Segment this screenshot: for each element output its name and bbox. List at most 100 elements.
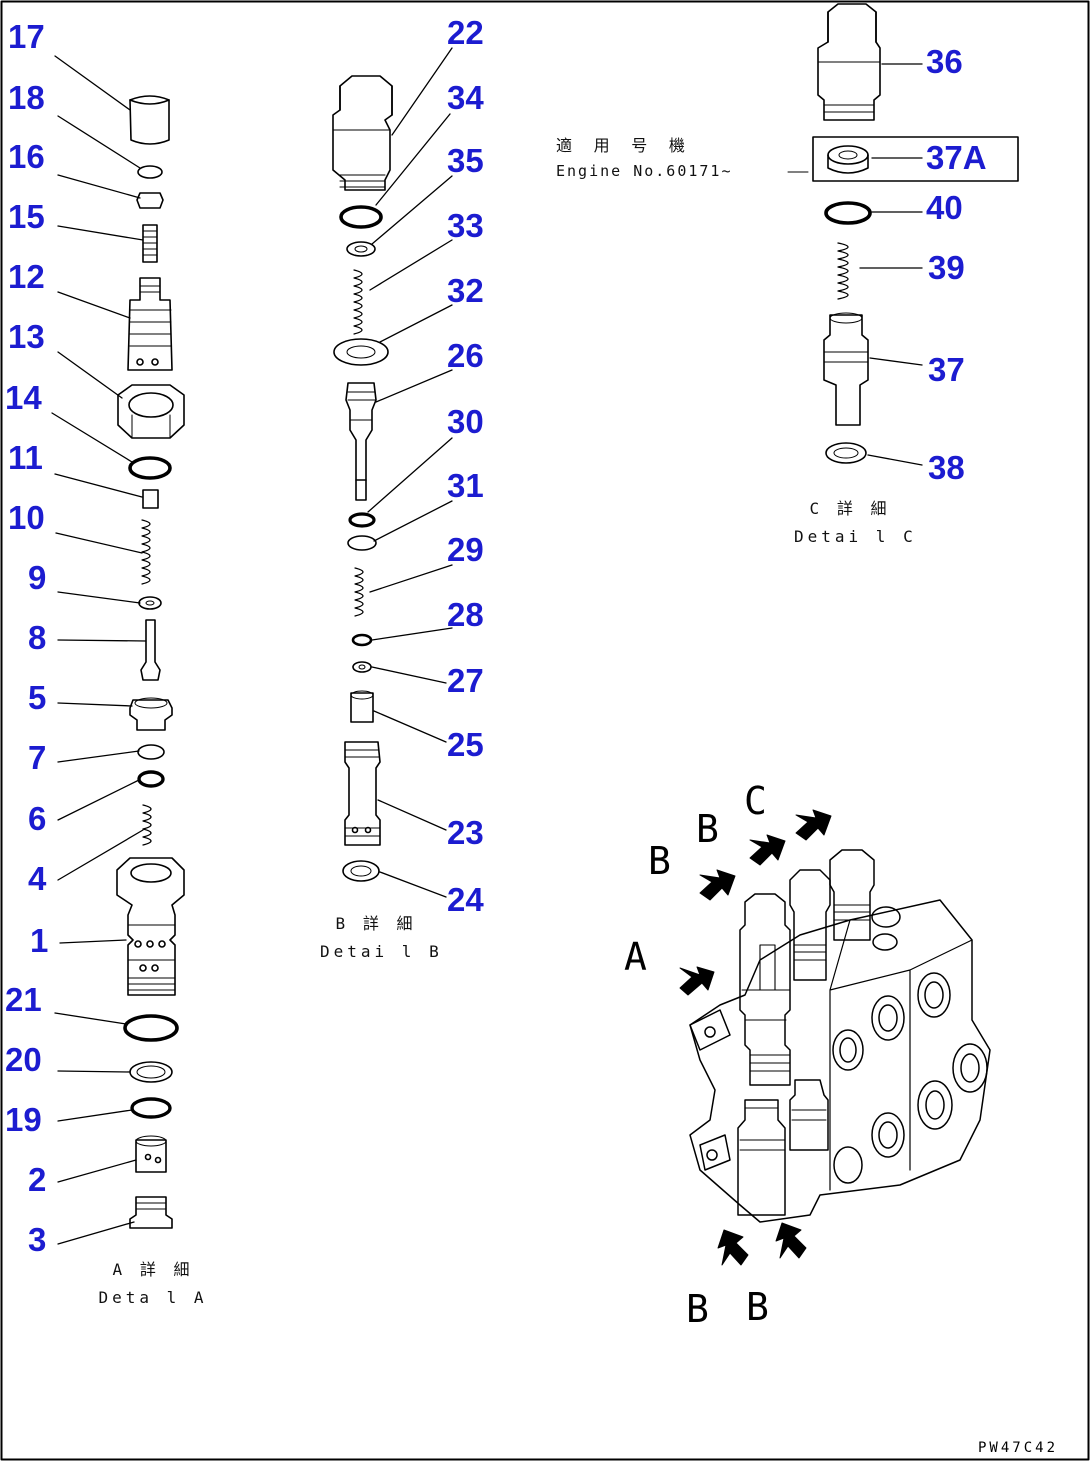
view-arrows: [679, 809, 832, 1266]
callout-16: 16: [8, 138, 45, 175]
part-34-oring: [339, 205, 383, 229]
part-7-ring: [137, 744, 165, 760]
callout-28: 28: [447, 596, 484, 633]
part-12-screw: [127, 277, 173, 371]
part-16-nut: [136, 192, 164, 209]
arrow-b3: [717, 1229, 749, 1266]
view-marker-a: A: [624, 935, 647, 979]
part-11-seat: [142, 489, 159, 509]
detail-b-caption-en: Detai l B: [320, 942, 443, 961]
part-31-washer: [347, 535, 377, 551]
detail-a-leaders: [51, 55, 147, 1245]
callout-23: 23: [447, 814, 484, 851]
callout-17: 17: [8, 18, 45, 55]
callout-10: 10: [8, 499, 45, 536]
part-25-piston: [350, 692, 374, 723]
part-33-spring: [353, 269, 363, 335]
valve-assembly: [689, 849, 991, 1223]
part-27-washer: [352, 661, 372, 673]
part-22-plug: [332, 75, 393, 191]
assembly-cartridge-1: [829, 849, 875, 941]
callout-12: 12: [8, 258, 45, 295]
part-26-poppet: [345, 382, 377, 481]
detail-c-parts: [812, 3, 1019, 464]
arrow-b4: [775, 1222, 807, 1259]
part-21-oring: [123, 1014, 179, 1042]
part-36-plug: [817, 3, 881, 121]
callout-37a: 37A: [926, 139, 987, 176]
part-18-ring: [137, 165, 163, 179]
part-38-ring: [825, 442, 867, 464]
part-32-ring: [333, 338, 389, 366]
callout-7: 7: [28, 739, 47, 776]
part-6-oring: [137, 770, 165, 788]
callout-24: 24: [447, 881, 484, 918]
callout-30: 30: [447, 403, 484, 440]
arrow-b1: [699, 869, 736, 901]
callout-1: 1: [30, 922, 49, 959]
assembly-cartridge-4: [737, 1099, 786, 1216]
callout-18: 18: [8, 79, 45, 116]
part-9-washer: [138, 596, 162, 610]
part-20-backup: [129, 1061, 173, 1083]
part-29-spring: [354, 567, 364, 617]
callout-13: 13: [8, 318, 45, 355]
part-30-oring: [348, 512, 376, 528]
serial-caption-jp: 適 用 号 機: [556, 136, 691, 155]
detail-b-leaders: [367, 47, 453, 898]
drawing-number: PW47C42: [978, 1440, 1059, 1456]
part-28-ring: [351, 633, 373, 647]
part-4-spring: [142, 804, 152, 846]
detail-a-caption-jp: A 詳 細: [112, 1260, 194, 1279]
part-40-oring: [824, 201, 872, 225]
detail-c-caption-jp: C 詳 細: [809, 499, 891, 518]
assembly-cartridge-2: [789, 869, 831, 981]
part-2-sleeve: [135, 1139, 167, 1173]
callout-14: 14: [5, 379, 42, 416]
part-37-piston: [823, 314, 869, 426]
callout-8: 8: [28, 619, 47, 656]
callout-27: 27: [447, 662, 484, 699]
arrow-a: [679, 966, 715, 996]
callout-3: 3: [28, 1221, 47, 1258]
callout-4: 4: [28, 860, 47, 897]
callout-36: 36: [926, 43, 963, 80]
part-15-stud: [142, 224, 158, 263]
part-35-washer: [346, 241, 376, 257]
callout-34: 34: [447, 79, 484, 116]
detail-c-leaders: [787, 63, 923, 466]
part-8-needle: [140, 619, 161, 681]
callout-32: 32: [447, 272, 484, 309]
callout-15: 15: [8, 198, 45, 235]
part-3-plug: [129, 1196, 173, 1229]
detail-c-caption-en: Detai l C: [794, 527, 917, 546]
part-23-sleeve: [344, 741, 381, 846]
callout-25: 25: [447, 726, 484, 763]
part-37a-washer: [827, 145, 869, 165]
callout-9: 9: [28, 559, 47, 596]
detail-b-caption-jp: B 詳 細: [335, 914, 417, 933]
arrow-c: [795, 809, 832, 841]
callout-20: 20: [5, 1041, 42, 1078]
view-marker-b2: B: [696, 807, 719, 851]
part-37a-box: [812, 136, 1019, 182]
part-17-cap: [129, 95, 170, 145]
serial-caption-en: Engine No.60171~: [556, 162, 733, 180]
callout-33: 33: [447, 207, 484, 244]
part-10-spring: [141, 519, 151, 585]
part-1-valve-body: [116, 857, 185, 996]
callout-31: 31: [447, 467, 484, 504]
view-marker-b1: B: [648, 839, 671, 883]
view-marker-c: C: [744, 779, 767, 823]
callout-35: 35: [447, 142, 484, 179]
callout-2: 2: [28, 1161, 47, 1198]
view-marker-b4: B: [746, 1285, 769, 1329]
detail-b-parts: [332, 75, 393, 882]
detail-a-parts: [116, 95, 185, 1229]
part-13-locknut: [117, 384, 185, 439]
detail-a-caption-en: Deta l A: [98, 1288, 208, 1307]
callout-22: 22: [447, 14, 484, 51]
callout-26: 26: [447, 337, 484, 374]
